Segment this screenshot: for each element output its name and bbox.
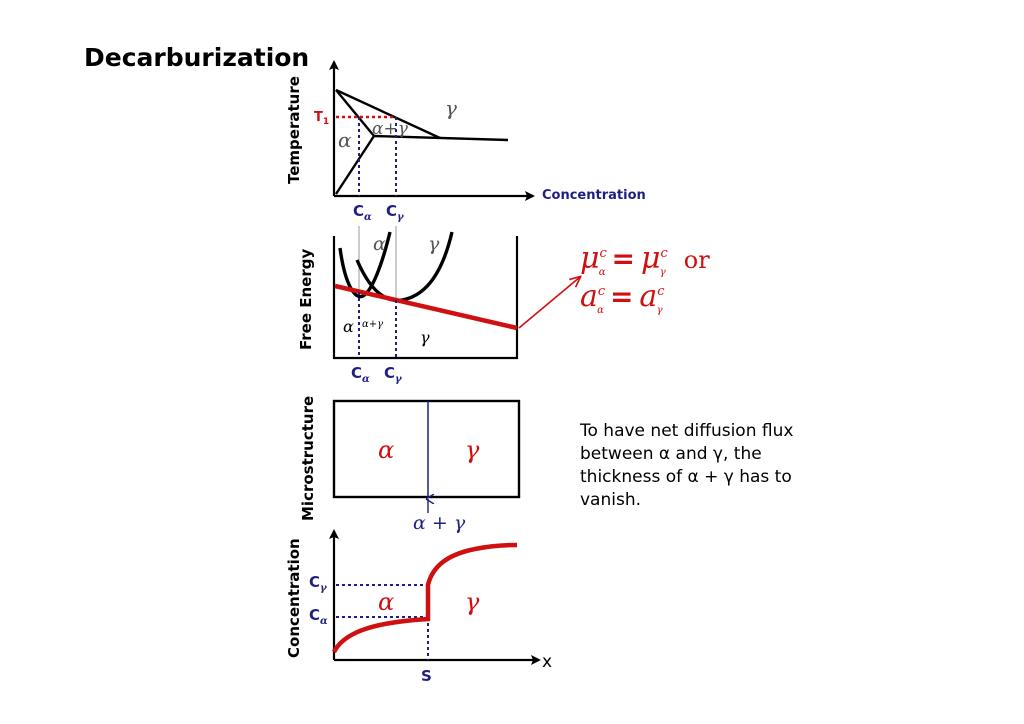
micro-alpha-label: α (378, 436, 394, 464)
explanation-line-3: thickness of α + γ has to (580, 467, 792, 487)
equation-pointer-arrow (518, 277, 580, 329)
common-tangent-line (334, 283, 518, 331)
c-alpha-label: Cα (353, 202, 372, 223)
c-gamma-label: Cγ (386, 202, 404, 223)
profile-c-gamma-label: Cγ (309, 573, 327, 594)
microstructure-axis-label: Microstructure (299, 396, 317, 521)
explanation-line-4: vanish. (580, 490, 641, 510)
concentration-profile-panel: Concentration x Cγ Cα α γ S (285, 529, 552, 685)
explanation-line-2: between α and γ, the (580, 444, 762, 464)
explanation-text: To have net diffusion flux between α and… (579, 421, 793, 510)
x-axis-label: x (542, 652, 552, 672)
fe-c-gamma-label: Cγ (384, 364, 402, 385)
fe-alpha-region-label: α (343, 317, 354, 336)
alpha-free-energy-curve (338, 231, 392, 299)
microstructure-panel: Microstructure α γ α + γ (299, 396, 521, 534)
fe-c-alpha-label: Cα (351, 364, 370, 385)
alpha-region-label: α (338, 128, 352, 152)
temperature-axis-label: Temperature (285, 76, 303, 184)
free-energy-axis-label: Free Energy (297, 249, 315, 350)
fe-gamma-region-label: γ (420, 328, 430, 347)
fe-alpha-gamma-region-label: α+γ (362, 319, 383, 330)
gamma-solvus-line (335, 88, 441, 140)
alpha-curve-label: α (373, 233, 386, 255)
gamma-region-label: γ (445, 96, 457, 120)
phase-diagram-panel: Temperature Concentration T1 α α+γ γ Cα … (285, 60, 646, 223)
micro-gamma-label: γ (465, 436, 480, 464)
profile-gamma-label: γ (465, 588, 480, 616)
page-title: Decarburization (84, 43, 309, 72)
interface-label: α + γ (413, 512, 466, 534)
alpha-gamma-region-label: α+γ (372, 119, 409, 139)
microstructure-box (332, 399, 521, 499)
profile-c-alpha-label: Cα (309, 606, 328, 627)
concentration-axis-label: Concentration (542, 188, 646, 203)
explanation-line-1: To have net diffusion flux (579, 421, 793, 441)
gamma-curve-label: γ (428, 233, 440, 255)
profile-alpha-label: α (378, 588, 394, 616)
free-energy-panel: Free Energy α γ α α+γ γ Cα Cγ (297, 226, 580, 385)
concentration-profile-axis-label: Concentration (285, 538, 303, 658)
concentration-profile-curve (331, 542, 518, 654)
alpha-lower-line (334, 135, 376, 195)
t1-label: T1 (314, 110, 329, 127)
free-energy-box (332, 236, 519, 360)
alpha-solvus-line (335, 89, 375, 137)
interface-position-label: S (421, 667, 432, 685)
